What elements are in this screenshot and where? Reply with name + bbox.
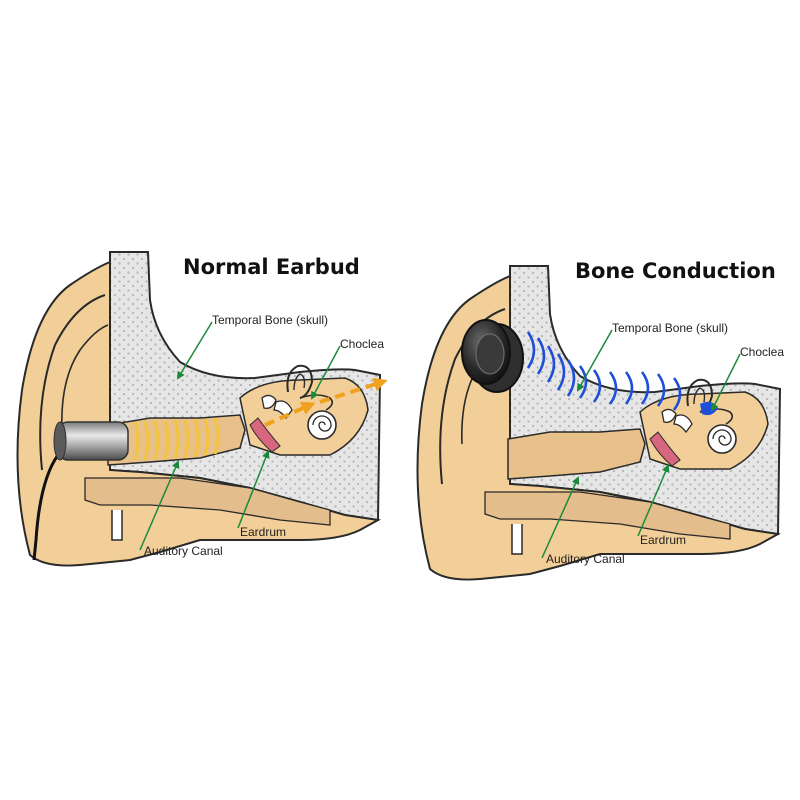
panel-title-normal: Normal Earbud bbox=[183, 255, 360, 279]
panel-bone-conduction: Bone Conduction Temporal Bone (skull) Ch… bbox=[418, 259, 785, 580]
pointer-temporal-bone-bone bbox=[578, 330, 612, 390]
label-eardrum-normal: Eardrum bbox=[240, 525, 286, 539]
label-eardrum-bone: Eardrum bbox=[640, 533, 686, 547]
panel-normal-earbud: Normal Earbud Temporal Bone (skull) Choc… bbox=[18, 252, 385, 566]
ear-anatomy-normal bbox=[18, 252, 381, 566]
label-temporal-bone-bone: Temporal Bone (skull) bbox=[612, 321, 728, 335]
ear-anatomy-bone bbox=[418, 266, 781, 580]
label-auditory-canal-bone: Auditory Canal bbox=[546, 552, 625, 566]
label-temporal-bone-normal: Temporal Bone (skull) bbox=[212, 313, 328, 327]
panel-title-bone: Bone Conduction bbox=[575, 259, 776, 283]
label-choclea-normal: Choclea bbox=[340, 337, 384, 351]
label-auditory-canal-normal: Auditory Canal bbox=[144, 544, 223, 558]
label-choclea-bone: Choclea bbox=[740, 345, 784, 359]
